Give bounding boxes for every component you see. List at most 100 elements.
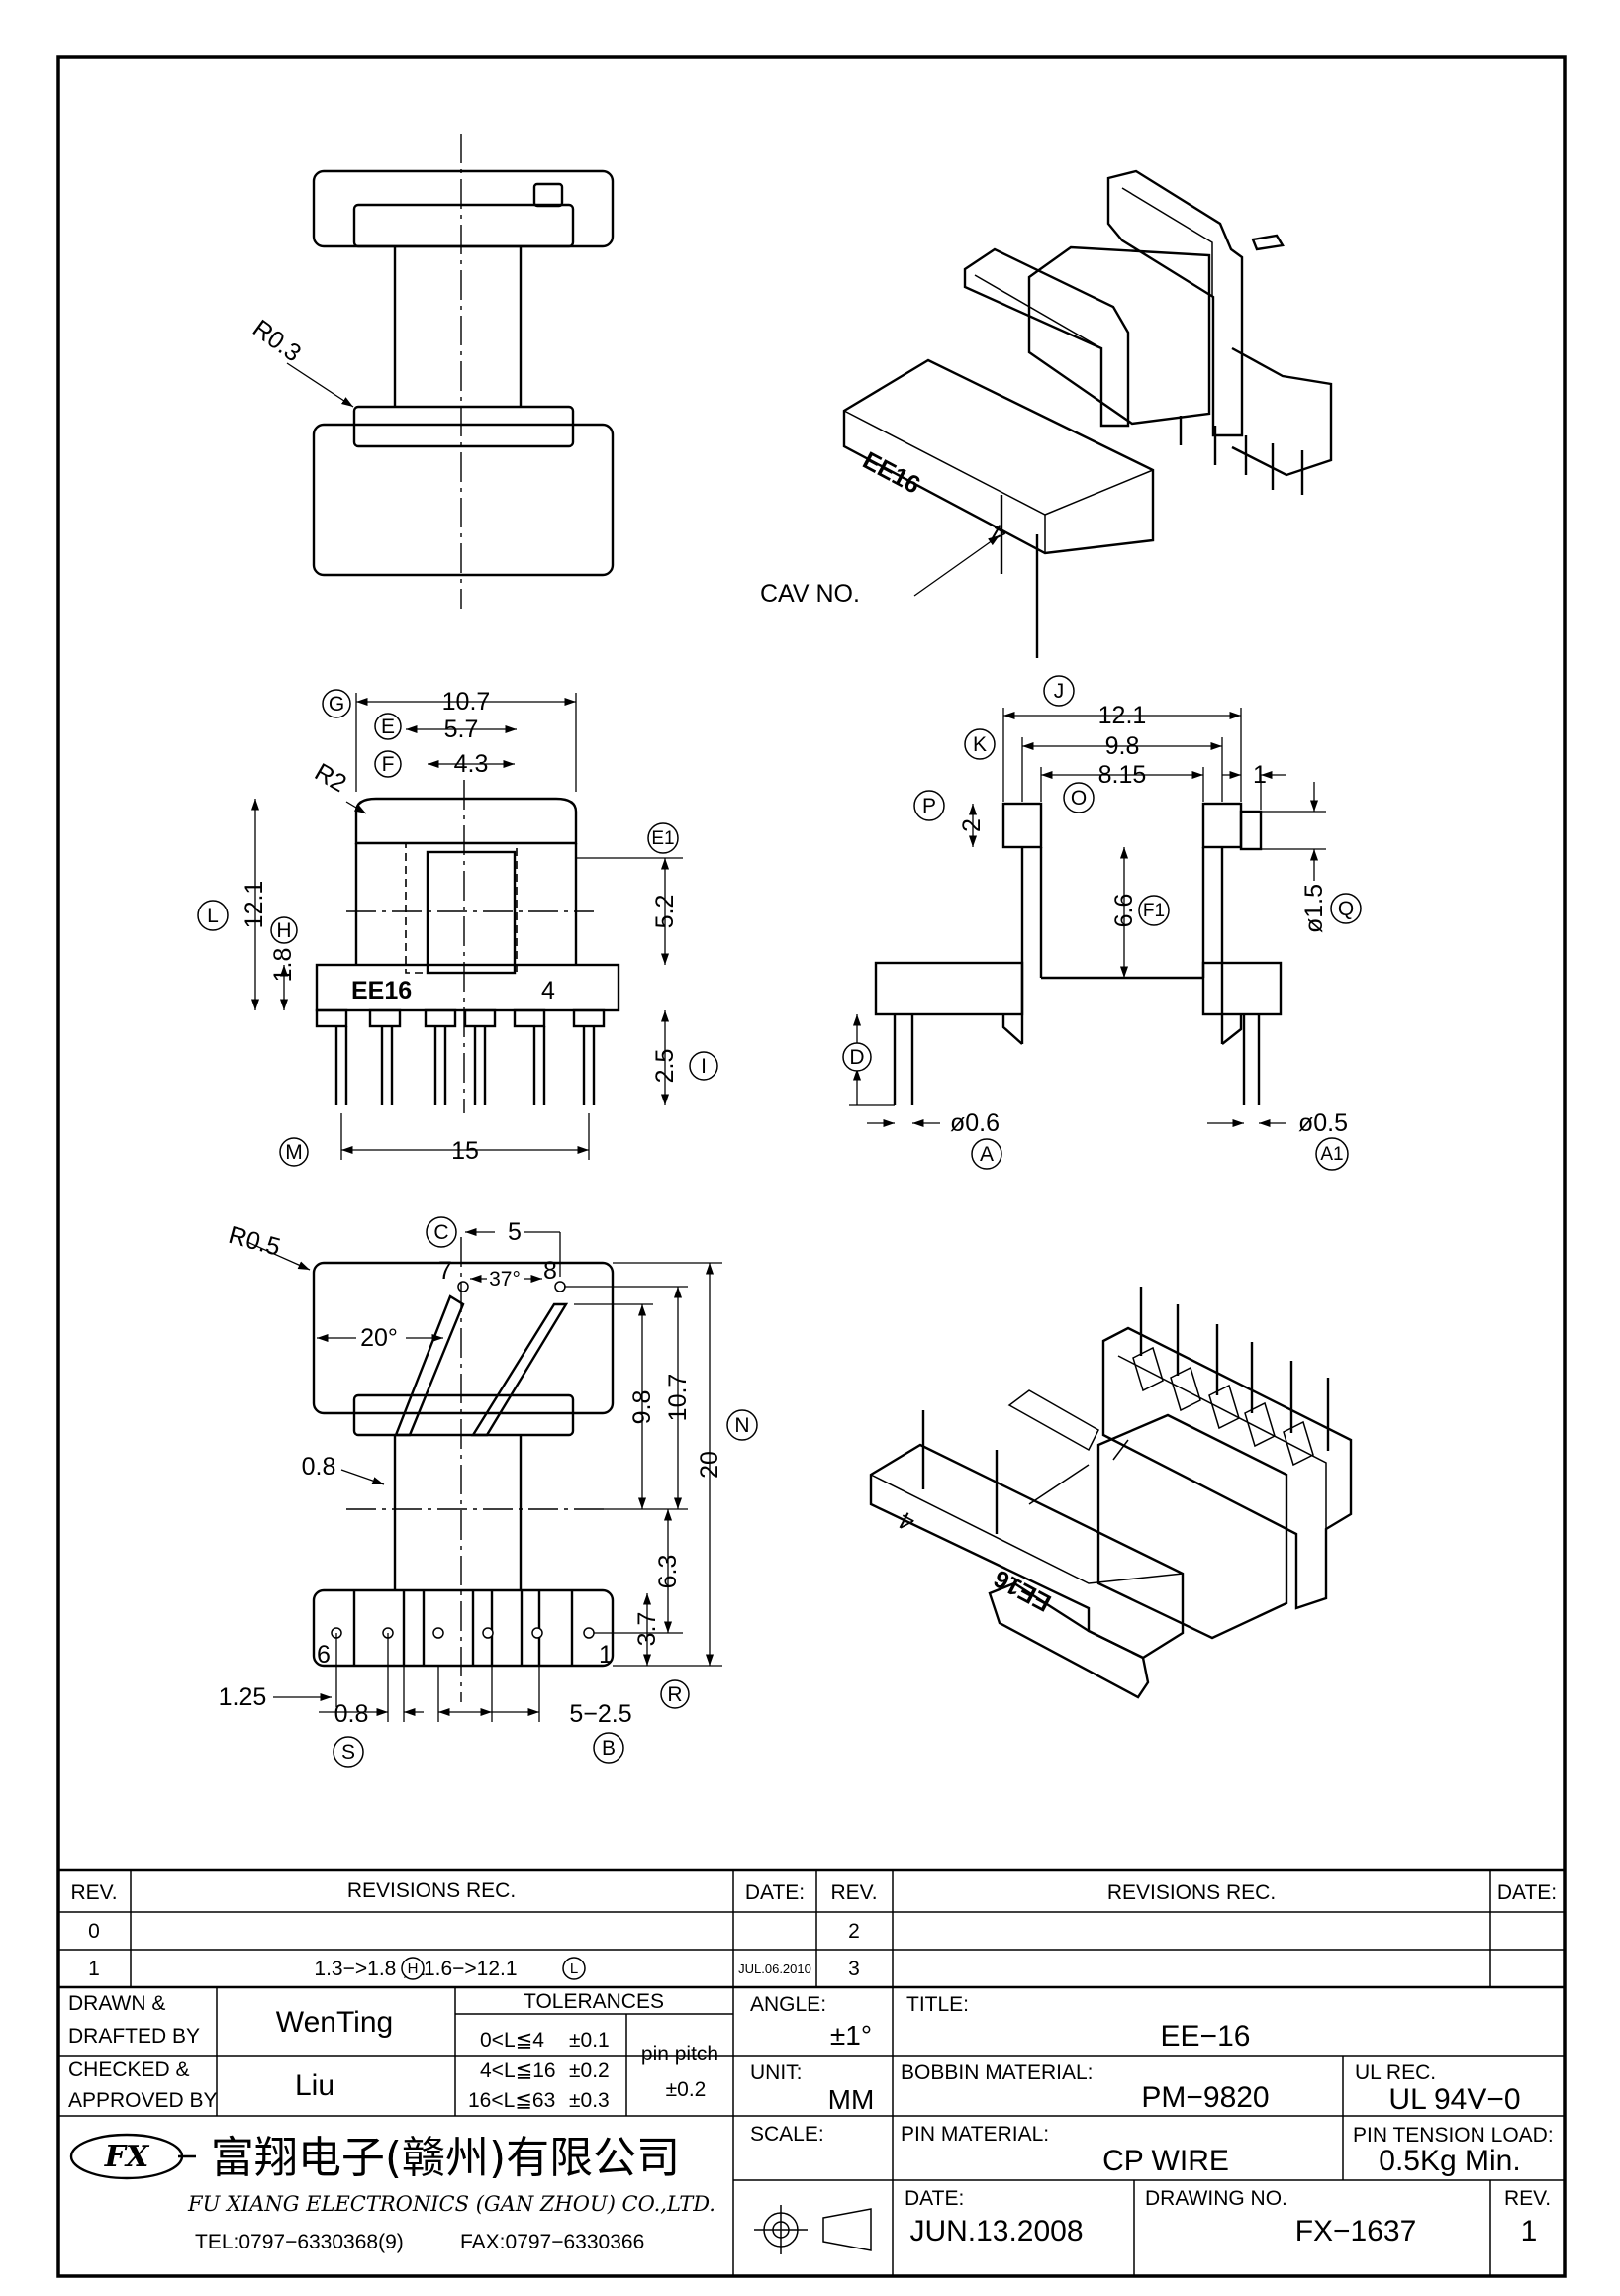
dim-phi-0-5: ø0.5 (1298, 1109, 1348, 1137)
approved-label: APPROVED BY (68, 2089, 218, 2112)
front-mold-text: EE16 (351, 977, 412, 1004)
rev-marker-h: H (408, 1961, 419, 1977)
dim-1-side: 1 (1253, 761, 1267, 789)
bottom-view: 5 7 8 37° R0.5 20° 0.8 9.8 10.7 20 6.3 3… (219, 1216, 758, 1768)
dim-9-8-bottom: 9.8 (628, 1390, 656, 1425)
rev-row-3-number: 3 (848, 1958, 860, 1980)
marker-f: F (382, 753, 395, 776)
company-logo-icon: FX (69, 2133, 196, 2180)
rev-marker-l: L (570, 1961, 578, 1977)
dim-5-bottom: 5 (508, 1218, 522, 1246)
bobbin-material-value: PM−9820 (1141, 2081, 1269, 2114)
cav-no-label: CAV NO. (760, 580, 860, 608)
dim-20-bottom: 20 (696, 1451, 723, 1479)
marker-j: J (1054, 680, 1065, 703)
tol-value-3: ±0.3 (569, 2089, 610, 2112)
dim-phi-0-6: ø0.6 (950, 1109, 1000, 1137)
marker-p: P (922, 795, 936, 817)
drawing-no-label: DRAWING NO. (1145, 2187, 1287, 2210)
dim-37-deg: 37° (489, 1268, 521, 1291)
marker-o: O (1071, 787, 1087, 810)
date-label: DATE: (905, 2187, 964, 2210)
dim-20-deg: 20° (360, 1324, 398, 1352)
unit-label: UNIT: (750, 2061, 803, 2084)
rev-value: 1 (1521, 2215, 1538, 2248)
dim-phi-1-5: ø1.5 (1300, 884, 1328, 933)
marker-d: D (849, 1046, 864, 1069)
marker-a: A (980, 1143, 994, 1166)
bottom-markers: C N R S B (333, 1216, 758, 1768)
marker-f1: F1 (1143, 901, 1165, 921)
dim-6-3: 6.3 (654, 1555, 682, 1589)
title-label: TITLE: (906, 1993, 969, 2016)
marker-l: L (207, 905, 219, 927)
pin-6-label: 6 (317, 1641, 331, 1669)
marker-e1: E1 (651, 828, 674, 849)
dim-3-7: 3.7 (633, 1612, 661, 1647)
marker-i: I (701, 1055, 707, 1078)
tol-range-3: 16<L≦63 (468, 2089, 555, 2112)
dim-2-5: 2.5 (651, 1049, 679, 1084)
dim-1-8: 1.8 (269, 948, 297, 983)
dim-2-side: 2 (958, 818, 986, 832)
company-name-cn: 富翔电子(赣州)有限公司 (211, 2133, 680, 2183)
rev-date-header-right: DATE: (1497, 1881, 1557, 1904)
drawn-label: DRAWN & (68, 1992, 165, 2015)
dim-10-7-bottom: 10.7 (664, 1374, 692, 1422)
pin-8-label: 8 (543, 1257, 557, 1285)
rev-header-left: REV. (70, 1881, 117, 1904)
iso-top-mold-text: EE16 (858, 446, 924, 499)
rev-rec-header-left: REVISIONS REC. (347, 1879, 516, 1902)
pin-tension-value: 0.5Kg Min. (1379, 2145, 1520, 2177)
rev-row-0-number: 0 (88, 1920, 100, 1943)
dim-0-8-b: 0.8 (334, 1700, 369, 1728)
dim-9-8-side: 9.8 (1105, 732, 1140, 760)
dim-6-6-side: 6.6 (1110, 894, 1138, 928)
marker-n: N (734, 1414, 749, 1437)
unit-value: MM (828, 2084, 875, 2115)
rev-row-2-number: 2 (848, 1920, 860, 1943)
rev-date-header-left: DATE: (745, 1881, 805, 1904)
dim-15: 15 (451, 1137, 479, 1165)
marker-b: B (602, 1737, 616, 1760)
scale-label: SCALE: (750, 2123, 824, 2146)
rev-label: REV. (1504, 2187, 1551, 2210)
rev-header-right: REV. (830, 1881, 877, 1904)
dim-1-25: 1.25 (219, 1683, 267, 1711)
company-fax: FAX:0797−6330366 (460, 2231, 644, 2253)
pin-7-label: 7 (438, 1257, 452, 1285)
sheet-border (56, 55, 1567, 2278)
angle-value: ±1° (830, 2020, 872, 2051)
pin-pitch-label: pin pitch (641, 2043, 718, 2065)
date-value: JUN.13.2008 (909, 2215, 1083, 2248)
side-markers: J K O P F1 Q D A A1 (842, 675, 1362, 1171)
top-view: R0.3 (247, 134, 615, 609)
front-markers: G E F L H E1 I M (197, 689, 718, 1167)
dim-12-1: 12.1 (240, 881, 268, 929)
drafted-label: DRAFTED BY (68, 2025, 200, 2048)
tol-range-2: 4<L≦16 (480, 2059, 556, 2082)
iso-bottom-cavity-text: 4 (894, 1505, 919, 1536)
marker-g: G (329, 693, 344, 716)
checked-by-value: Liu (295, 2069, 334, 2102)
dim-r2: R2 (310, 758, 351, 798)
top-radius-label: R0.3 (247, 315, 306, 368)
marker-c: C (433, 1221, 448, 1244)
dim-r0-5: R0.5 (226, 1221, 283, 1262)
pin-1-label: 1 (599, 1641, 613, 1669)
side-view: 12.1 9.8 8.15 1 2 6.6 ø1.5 ø0.6 ø0.5 J K (842, 675, 1362, 1171)
company-name-en: FU XIANG ELECTRONICS (GAN ZHOU) CO.,LTD. (187, 2192, 715, 2216)
marker-a1: A1 (1320, 1144, 1343, 1165)
iso-view-top: EE16 4 CAV NO. (760, 169, 1333, 658)
tol-range-1: 0<L≦4 (480, 2029, 544, 2052)
front-cavity-text: 4 (541, 977, 555, 1004)
rev-row-1-date: JUL.06.2010 (738, 1961, 811, 1976)
dim-0-8-a: 0.8 (302, 1453, 336, 1481)
tolerances-label: TOLERANCES (524, 1990, 664, 2013)
title-value: EE−16 (1161, 2020, 1251, 2053)
marker-k: K (973, 733, 987, 756)
pin-material-label: PIN MATERIAL: (901, 2123, 1049, 2146)
iso-view-bottom: EE16 4 (869, 1287, 1353, 1699)
